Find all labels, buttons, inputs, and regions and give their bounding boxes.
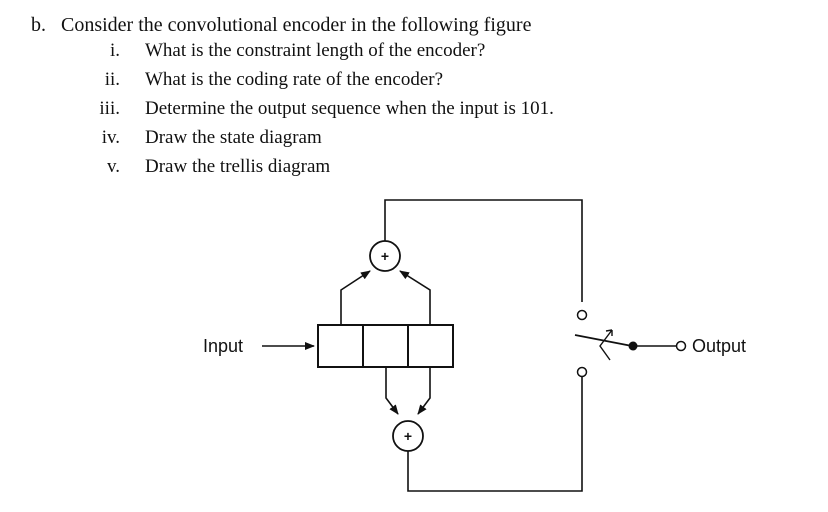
output-terminal xyxy=(675,340,687,352)
top-adder-plus: + xyxy=(381,248,389,264)
output-label: Output xyxy=(692,336,746,356)
shift-register xyxy=(317,324,454,368)
register-outline xyxy=(317,324,454,368)
bottom-adder: + xyxy=(392,420,424,452)
question-text: What is the coding rate of the encoder? xyxy=(145,69,444,90)
question-number: iii. xyxy=(99,98,120,119)
question-number: iv. xyxy=(101,127,120,148)
top-adder: + xyxy=(369,240,401,272)
question-text: Draw the trellis diagram xyxy=(145,156,331,177)
commutator-switch xyxy=(574,309,687,378)
rotation-arrow xyxy=(599,329,613,361)
question-number: v. xyxy=(106,156,120,177)
question-number: ii. xyxy=(104,69,120,90)
top-adder-taps xyxy=(340,270,431,325)
question-number: i. xyxy=(109,40,120,61)
bottom-adder-plus: + xyxy=(404,428,412,444)
top-output-wire xyxy=(384,199,583,302)
switch-top-contact xyxy=(576,309,588,321)
problem-heading: b. Consider the convolutional encoder in … xyxy=(31,14,531,37)
problem-intro: Consider the convolutional encoder in th… xyxy=(61,14,532,36)
question-text: What is the constraint length of the enc… xyxy=(145,40,486,61)
question-text: Determine the output sequence when the i… xyxy=(145,98,554,119)
input-label: Input xyxy=(203,336,243,356)
bottom-output-wire xyxy=(407,377,583,492)
bottom-adder-taps xyxy=(385,367,431,415)
switch-bottom-contact xyxy=(576,366,588,378)
question-text: Draw the state diagram xyxy=(145,127,322,148)
switch-arm xyxy=(574,334,633,347)
problem-letter: b. xyxy=(31,14,46,36)
